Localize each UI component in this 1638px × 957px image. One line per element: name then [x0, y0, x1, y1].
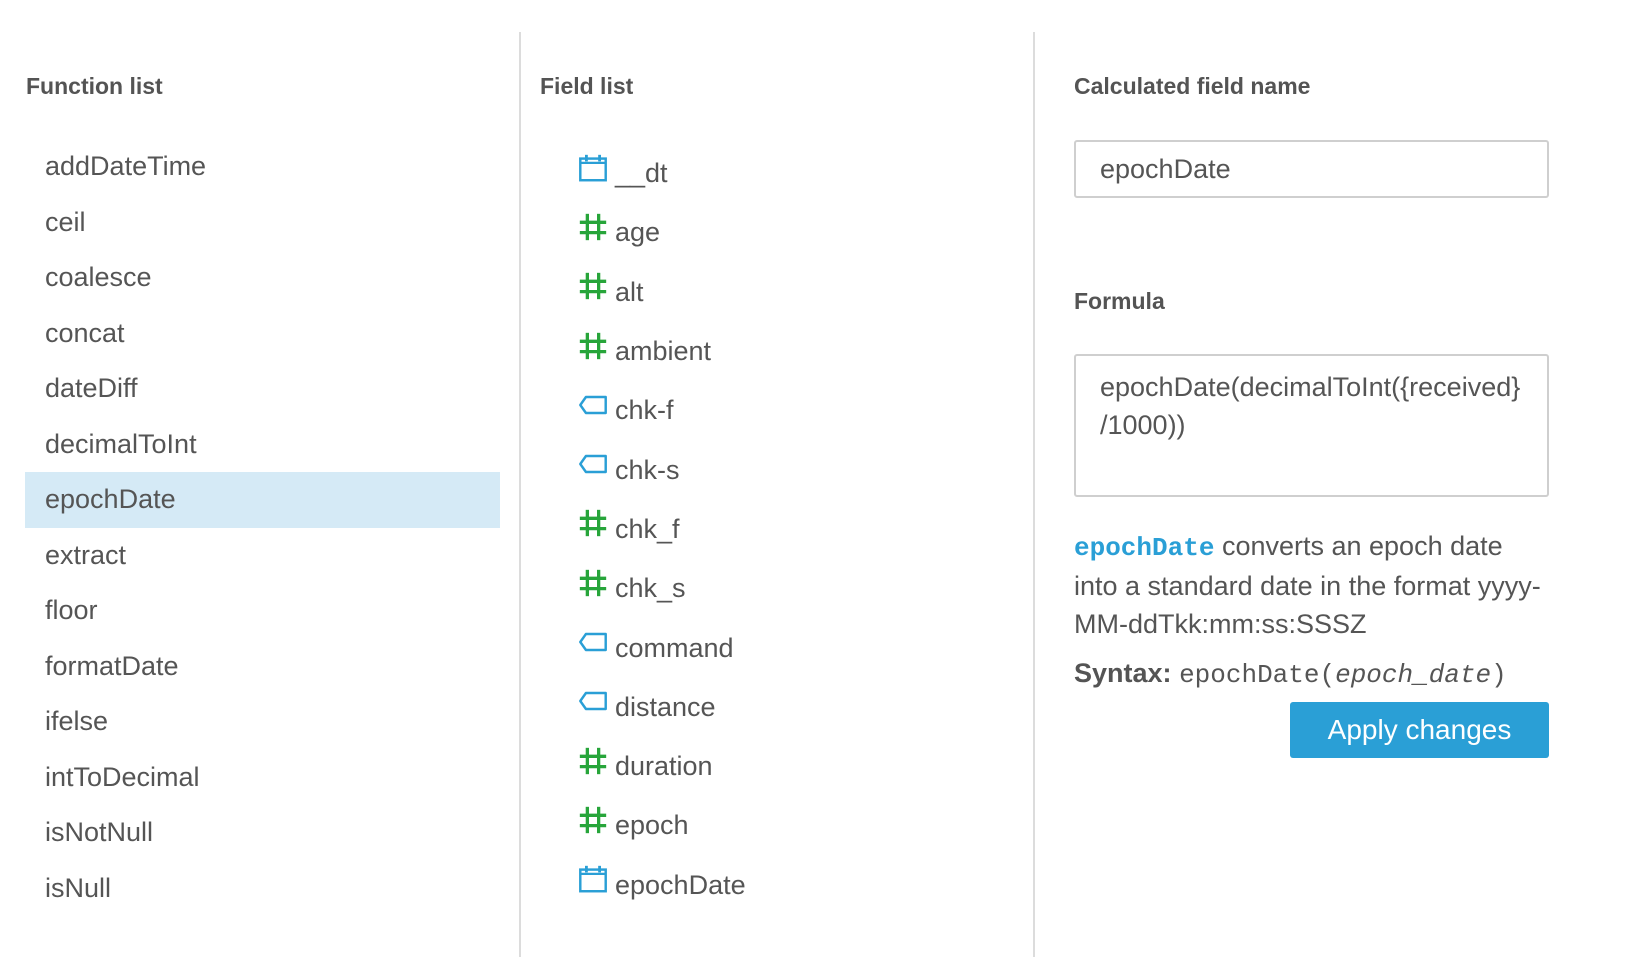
formula-label: Formula — [1074, 288, 1165, 314]
field-list-title: Field list — [540, 73, 634, 99]
function-item-decimaltoint[interactable]: decimalToInt — [45, 428, 197, 459]
function-list-title: Function list — [26, 73, 163, 99]
field-item-label: chk_s — [615, 573, 686, 604]
field-item-label: age — [615, 217, 661, 248]
syntax-prefix: epochDate( — [1179, 660, 1336, 690]
field-item-label: epoch — [615, 810, 689, 841]
field-item-age[interactable]: age — [577, 197, 746, 256]
field-item-label: epochDate — [615, 869, 746, 900]
column-divider — [519, 32, 521, 957]
field-item-chk-f[interactable]: chk_f — [577, 494, 746, 553]
field-item-dt[interactable]: __dt — [577, 138, 746, 197]
hash-icon — [577, 745, 609, 777]
tag-icon — [577, 685, 609, 717]
field-item-chk-f[interactable]: chk-f — [577, 375, 746, 434]
function-item-ifelse[interactable]: ifelse — [45, 706, 109, 736]
hash-icon — [577, 211, 609, 243]
function-item-isnull[interactable]: isNull — [45, 872, 112, 903]
function-item-inttodecimal[interactable]: intToDecimal — [45, 761, 200, 792]
field-item-epochdate[interactable]: epochDate — [577, 850, 746, 909]
syntax-code: epochDate(epoch_date) — [1179, 660, 1507, 690]
field-item-label: alt — [615, 276, 644, 307]
syntax-suffix: ) — [1491, 660, 1507, 690]
calculated-field-name-label: Calculated field name — [1074, 73, 1311, 99]
field-item-command[interactable]: command — [577, 612, 746, 671]
function-description: epochDate converts an epoch date into a … — [1074, 527, 1544, 643]
field-item-label: __dt — [615, 158, 668, 189]
field-item-label: chk-s — [615, 454, 680, 485]
function-item-extract[interactable]: extract — [45, 539, 127, 570]
tag-icon — [577, 448, 609, 480]
calendar-icon — [577, 863, 609, 895]
calculated-field-name-input[interactable] — [1074, 140, 1549, 198]
field-item-label: command — [615, 632, 734, 663]
field-item-epoch[interactable]: epoch — [577, 790, 746, 849]
apply-changes-button[interactable]: Apply changes — [1290, 702, 1549, 758]
hash-icon — [577, 804, 609, 836]
column-divider — [1033, 32, 1035, 957]
tag-icon — [577, 626, 609, 658]
field-item-label: chk_f — [615, 513, 680, 544]
field-item-label: chk-f — [615, 395, 674, 426]
function-item-datediff[interactable]: dateDiff — [45, 373, 138, 403]
field-item-ambient[interactable]: ambient — [577, 316, 746, 375]
field-item-alt[interactable]: alt — [577, 257, 746, 316]
description-text: converts an epoch date into a standard d… — [1074, 531, 1541, 639]
tag-icon — [577, 389, 609, 421]
description-function-name: epochDate — [1074, 533, 1215, 563]
hash-icon — [577, 567, 609, 599]
function-item-adddatetime[interactable]: addDateTime — [45, 151, 207, 181]
field-item-chk-s[interactable]: chk_s — [577, 553, 746, 612]
field-item-distance[interactable]: distance — [577, 672, 746, 731]
field-item-duration[interactable]: duration — [577, 731, 746, 790]
hash-icon — [577, 507, 609, 539]
function-item-floor[interactable]: floor — [45, 595, 98, 625]
field-item-label: distance — [615, 691, 716, 722]
syntax-argument: epoch_date — [1335, 660, 1492, 690]
function-syntax: Syntax: epochDate(epoch_date) — [1074, 658, 1507, 690]
function-item-ceil[interactable]: ceil — [45, 206, 86, 237]
field-item-label: ambient — [615, 336, 712, 367]
function-item-isnotnull[interactable]: isNotNull — [45, 817, 154, 847]
function-item-coalesce[interactable]: coalesce — [45, 262, 152, 292]
function-item-formatdate[interactable]: formatDate — [45, 650, 179, 681]
function-item-epochdate[interactable]: epochDate — [25, 472, 500, 528]
function-item-concat[interactable]: concat — [45, 317, 125, 348]
field-item-chk-s[interactable]: chk-s — [577, 434, 746, 493]
calendar-icon — [577, 152, 609, 184]
field-item-label: duration — [615, 751, 713, 782]
hash-icon — [577, 270, 609, 302]
function-list: addDateTime ceil coalesce concat dateDiff dec… — [25, 139, 500, 916]
syntax-label: Syntax: — [1074, 658, 1172, 688]
hash-icon — [577, 330, 609, 362]
formula-input[interactable] — [1074, 354, 1549, 497]
